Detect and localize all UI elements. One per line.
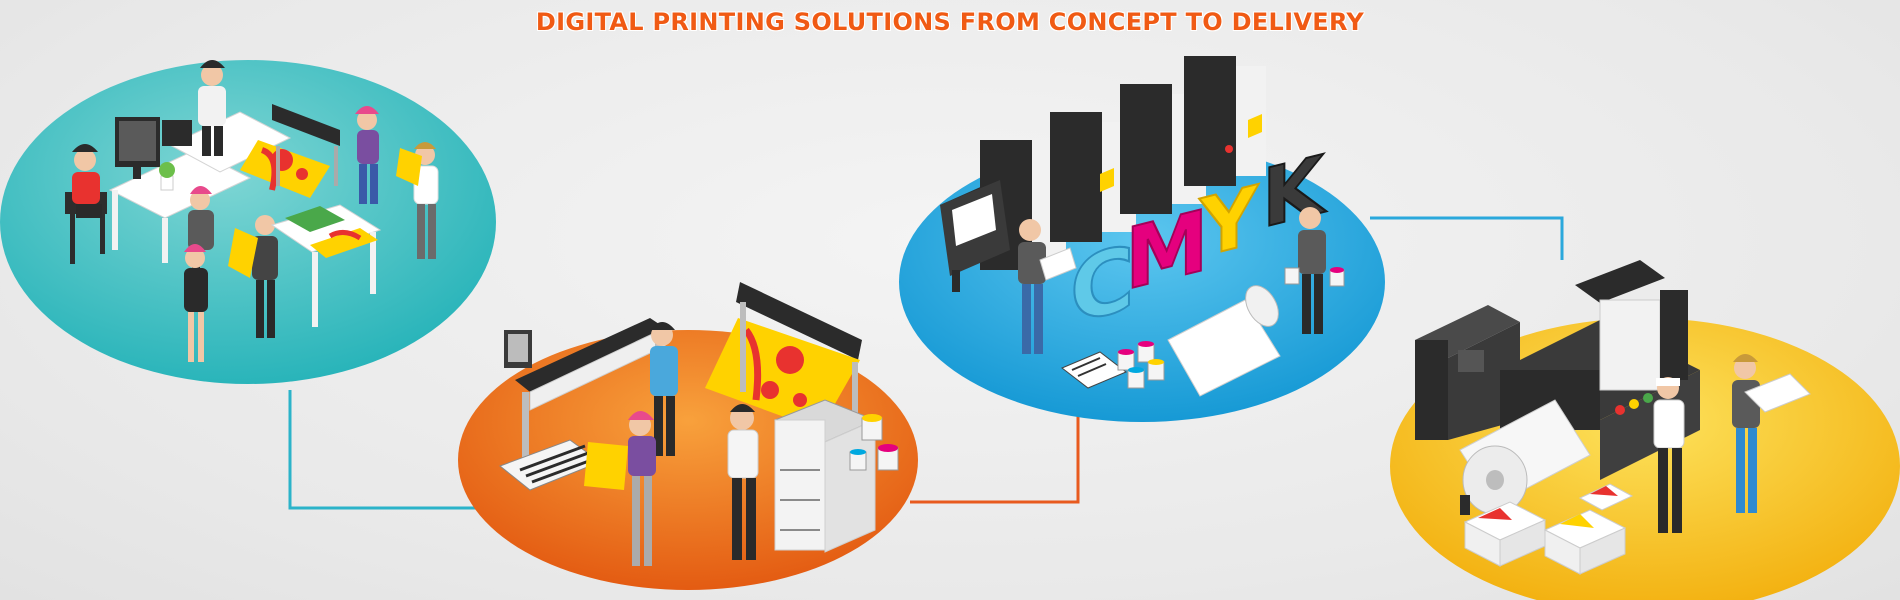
letter-y: Y (1199, 169, 1259, 277)
designer-standing (198, 60, 226, 156)
connector-orange (910, 405, 1080, 504)
paper-roll-icon (1459, 399, 1591, 515)
letter-c: C (1070, 226, 1135, 345)
monitor-icon (115, 117, 160, 179)
finishing-workers (1653, 354, 1811, 533)
connector-lines (288, 216, 1564, 510)
paint-bucket-icon (1117, 341, 1165, 389)
offset-press-icon (940, 56, 1266, 292)
cmyk-letters: C M Y K (1069, 137, 1328, 346)
connector-teal (288, 390, 480, 510)
connector-blue (1370, 216, 1564, 260)
shipping-boxes (1463, 483, 1634, 575)
paint-bucket-icon (849, 414, 899, 471)
team-members (184, 106, 439, 362)
stage-finishing-delivery (1390, 260, 1900, 600)
letter-m: M (1125, 192, 1209, 310)
page-title: DIGITAL PRINTING SOLUTIONS FROM CONCEPT … (535, 8, 1365, 36)
print-operators (584, 322, 759, 566)
letter-k: K (1262, 138, 1327, 247)
stage-large-format-printing (458, 282, 918, 590)
stage-design-studio (0, 60, 496, 384)
copier-machine (773, 399, 877, 553)
paper-roll-icon (1167, 285, 1281, 397)
wide-format-printer-icon (240, 104, 340, 198)
press-operators (1018, 207, 1345, 354)
designer-seated (72, 144, 102, 218)
wide-format-printer-icon (504, 318, 666, 462)
stage-offset-press: C M Y K (899, 56, 1385, 422)
